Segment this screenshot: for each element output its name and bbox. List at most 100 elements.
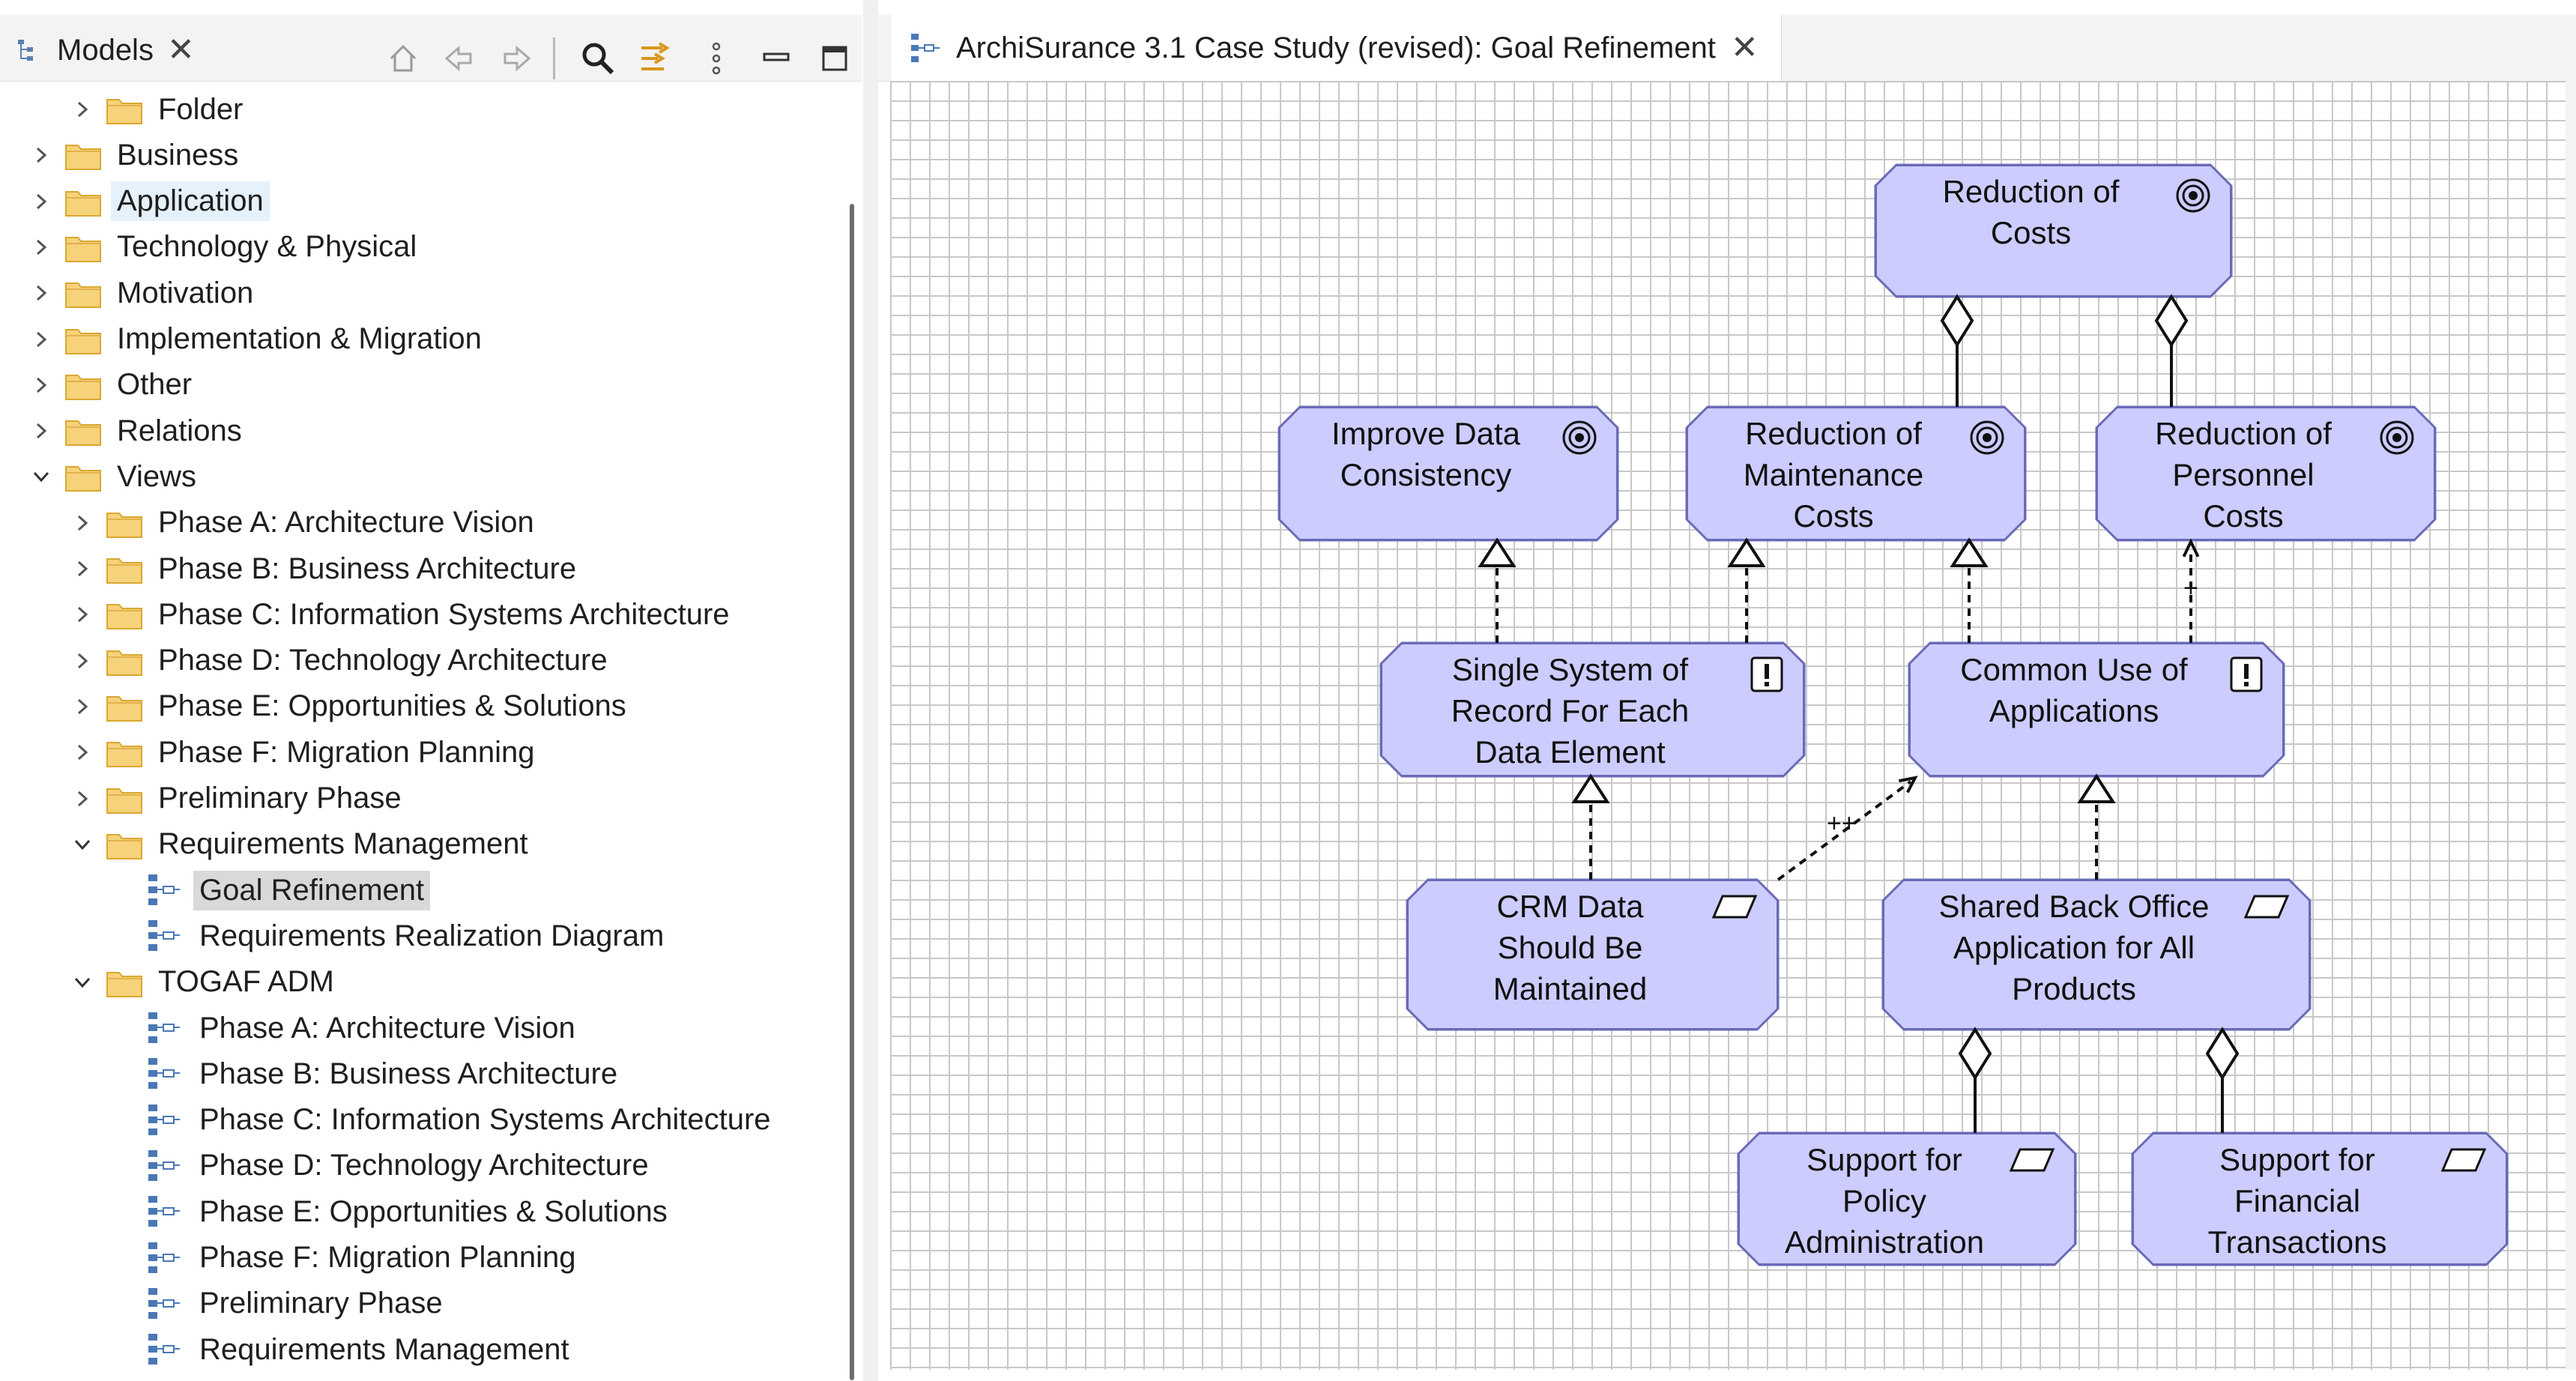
tree-scrollbar[interactable] bbox=[850, 204, 854, 1380]
tree-item-label: Phase A: Architecture Vision bbox=[199, 1011, 575, 1045]
diagram-tab-label: ArchiSurance 3.1 Case Study (revised): G… bbox=[956, 31, 1716, 64]
editor-tab-bar: ArchiSurance 3.1 Case Study (revised): G… bbox=[878, 15, 2576, 82]
aggregation-diamond bbox=[2205, 1027, 2240, 1081]
folder-icon bbox=[64, 141, 102, 171]
tree-item-view[interactable]: Preliminary Phase bbox=[112, 1281, 449, 1326]
tree-item-folder[interactable]: Motivation bbox=[30, 271, 259, 315]
chevron-down-icon[interactable] bbox=[71, 971, 94, 994]
tree-item-label: Preliminary Phase bbox=[158, 782, 402, 815]
home-icon[interactable] bbox=[382, 37, 424, 79]
tree-item-folder[interactable]: Phase A: Architecture Vision bbox=[71, 501, 540, 546]
tree-item-view[interactable]: Requirements Management bbox=[112, 1327, 575, 1372]
chevron-right-icon[interactable] bbox=[71, 741, 94, 764]
tree-item-view[interactable]: Phase C: Information Systems Architectur… bbox=[112, 1098, 777, 1143]
tree-item-folder[interactable]: Folder bbox=[71, 87, 249, 132]
diagram-node-requirement[interactable]: CRM Data Should Be Maintained bbox=[1407, 880, 1778, 1030]
tree-item-label: Phase C: Information Systems Architectur… bbox=[199, 1103, 771, 1137]
node-outline bbox=[1881, 878, 2312, 1031]
more-icon[interactable] bbox=[695, 37, 737, 79]
tree-item-folder[interactable]: Phase E: Opportunities & Solutions bbox=[71, 684, 632, 729]
tree-item-label: Other bbox=[117, 368, 193, 402]
chevron-right-icon[interactable] bbox=[30, 328, 52, 351]
tree-item-folder[interactable]: Relations bbox=[30, 408, 248, 453]
chevron-right-icon[interactable] bbox=[71, 98, 94, 121]
chevron-right-icon[interactable] bbox=[30, 236, 52, 259]
tree-item-view[interactable]: Goal Refinement bbox=[112, 868, 431, 913]
tree-item-view[interactable]: Phase B: Business Architecture bbox=[112, 1051, 623, 1096]
aggregation-diamond bbox=[2154, 294, 2189, 348]
tree-item-view[interactable]: Phase A: Architecture Vision bbox=[112, 1006, 581, 1051]
tree-item-folder[interactable]: Preliminary Phase bbox=[71, 776, 408, 821]
diagram-node-goal[interactable]: Reduction of Maintenance Costs bbox=[1687, 407, 2025, 540]
tree-item-folder[interactable]: Phase B: Business Architecture bbox=[71, 546, 582, 591]
tree-item-folder[interactable]: TOGAF ADM bbox=[71, 960, 340, 1005]
requirement-icon bbox=[2440, 1145, 2488, 1179]
back-icon[interactable] bbox=[438, 37, 480, 79]
panel-splitter[interactable] bbox=[863, 0, 878, 1381]
tree-item-label: Application bbox=[111, 181, 270, 222]
tree-item-folder[interactable]: Phase F: Migration Planning bbox=[71, 730, 541, 775]
forward-icon[interactable] bbox=[496, 37, 538, 79]
chevron-right-icon[interactable] bbox=[71, 603, 94, 626]
chevron-right-icon[interactable] bbox=[30, 282, 52, 304]
tree-item-label: Requirements Management bbox=[158, 827, 528, 861]
chevron-right-icon[interactable] bbox=[30, 374, 52, 396]
chevron-down-icon[interactable] bbox=[30, 465, 52, 488]
view-diagram-icon bbox=[147, 1240, 181, 1276]
close-icon[interactable]: ✕ bbox=[1730, 29, 1759, 66]
folder-icon bbox=[106, 509, 143, 538]
chevron-right-icon[interactable] bbox=[71, 557, 94, 580]
models-tab[interactable]: Models ✕ bbox=[16, 25, 195, 75]
tree-item-view[interactable]: Phase E: Opportunities & Solutions bbox=[112, 1189, 674, 1234]
tree-item-folder[interactable]: Phase D: Technology Architecture bbox=[71, 638, 614, 683]
tree-item-folder[interactable]: Other bbox=[30, 363, 198, 408]
chevron-right-icon[interactable] bbox=[71, 512, 94, 534]
models-panel-header: Models ✕ bbox=[0, 15, 862, 82]
diagram-node-requirement[interactable]: Shared Back Office Application for All P… bbox=[1883, 880, 2310, 1030]
chevron-right-icon[interactable] bbox=[71, 650, 94, 672]
canvas-scrollbar[interactable] bbox=[2566, 81, 2576, 1370]
node-label: Support for Policy Administration bbox=[1784, 1142, 1985, 1260]
minimize-icon[interactable] bbox=[755, 37, 797, 79]
realization-arrowhead bbox=[1571, 773, 1610, 803]
diagram-node-requirement[interactable]: Support for Policy Administration bbox=[1738, 1133, 2075, 1265]
chevron-right-icon[interactable] bbox=[71, 788, 94, 810]
view-diagram-icon bbox=[911, 34, 940, 62]
diagram-node-requirement[interactable]: Support for Financial Transactions bbox=[2132, 1133, 2507, 1265]
tree-item-label: Folder bbox=[158, 92, 244, 126]
tree-item-view[interactable]: Phase D: Technology Architecture bbox=[112, 1143, 655, 1188]
influence-connection[interactable] bbox=[1777, 780, 1912, 881]
diagram-tab[interactable]: ArchiSurance 3.1 Case Study (revised): G… bbox=[892, 15, 1782, 81]
principle-icon bbox=[2228, 655, 2264, 698]
tree-item-folder[interactable]: Application bbox=[30, 179, 270, 224]
tree-item-view[interactable]: Phase F: Migration Planning bbox=[112, 1236, 582, 1281]
diagram-node-goal[interactable]: Reduction of Personnel Costs bbox=[2096, 407, 2435, 540]
tree-item-folder[interactable]: Phase C: Information Systems Architectur… bbox=[71, 592, 736, 637]
node-label: Reduction of Costs bbox=[1942, 174, 2120, 250]
tree-item-view[interactable]: Requirements Realization Diagram bbox=[112, 913, 670, 958]
chevron-right-icon[interactable] bbox=[30, 144, 52, 166]
tree-item-label: Phase C: Information Systems Architectur… bbox=[158, 597, 730, 631]
folder-icon bbox=[106, 830, 143, 859]
chevron-right-icon[interactable] bbox=[71, 695, 94, 718]
chevron-right-icon[interactable] bbox=[30, 420, 52, 442]
diagram-node-principle[interactable]: Single System of Record For Each Data El… bbox=[1381, 643, 1804, 776]
view-diagram-icon bbox=[147, 1102, 181, 1138]
folder-icon bbox=[106, 785, 143, 814]
tree-item-folder[interactable]: Implementation & Migration bbox=[30, 317, 488, 362]
realization-arrowhead bbox=[2077, 773, 2116, 803]
maximize-icon[interactable] bbox=[814, 37, 856, 79]
chevron-down-icon[interactable] bbox=[71, 833, 94, 856]
tree-item-folder[interactable]: Technology & Physical bbox=[30, 225, 423, 270]
filter-icon[interactable] bbox=[634, 37, 676, 79]
tree-item-folder[interactable]: Business bbox=[30, 133, 244, 178]
search-icon[interactable] bbox=[577, 37, 619, 79]
tree-item-folder[interactable]: Requirements Management bbox=[71, 822, 534, 867]
node-outline bbox=[1874, 163, 2233, 298]
node-label: Common Use of Applications bbox=[1960, 652, 2188, 728]
chevron-right-icon[interactable] bbox=[30, 190, 52, 213]
tree-item-folder[interactable]: Views bbox=[30, 454, 202, 499]
close-icon[interactable]: ✕ bbox=[166, 31, 195, 68]
diagram-node-principle[interactable]: Common Use of Applications bbox=[1909, 643, 2284, 776]
